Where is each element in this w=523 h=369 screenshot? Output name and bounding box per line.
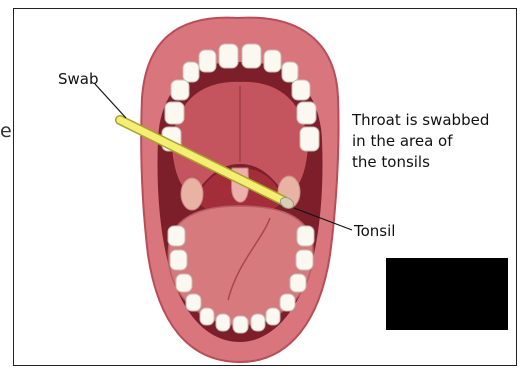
upper-tooth — [300, 127, 319, 151]
left-tonsil — [181, 178, 203, 210]
lower-tooth — [168, 226, 185, 246]
caption-line-3: the tonsils — [352, 153, 430, 171]
tonsil-label: Tonsil — [353, 222, 395, 240]
lower-tooth — [290, 274, 306, 292]
lower-tooth — [176, 274, 192, 292]
lower-tooth — [280, 294, 295, 311]
swab-label: Swab — [58, 70, 99, 88]
upper-tooth — [199, 50, 216, 72]
lower-tooth — [297, 226, 314, 246]
redaction-box — [386, 258, 508, 330]
lower-tooth — [200, 308, 214, 325]
caption-line-2: in the area of — [352, 132, 453, 150]
lower-tooth — [296, 250, 313, 270]
upper-tooth — [297, 102, 316, 124]
lower-tooth — [266, 308, 280, 325]
lower-tooth — [186, 294, 201, 311]
upper-tooth — [264, 50, 281, 72]
upper-tooth — [242, 44, 261, 68]
upper-tooth — [165, 102, 184, 124]
upper-tooth — [282, 62, 298, 82]
swab-leader-line — [95, 84, 126, 118]
caption-line-1: Throat is swabbed — [351, 111, 489, 129]
lower-tooth — [233, 316, 248, 333]
upper-tooth — [292, 80, 310, 100]
lower-tooth — [170, 250, 187, 270]
lower-tooth — [251, 314, 265, 331]
upper-tooth — [219, 44, 238, 68]
lower-tooth — [216, 314, 230, 331]
upper-tooth — [171, 80, 189, 100]
upper-tooth — [183, 62, 199, 82]
